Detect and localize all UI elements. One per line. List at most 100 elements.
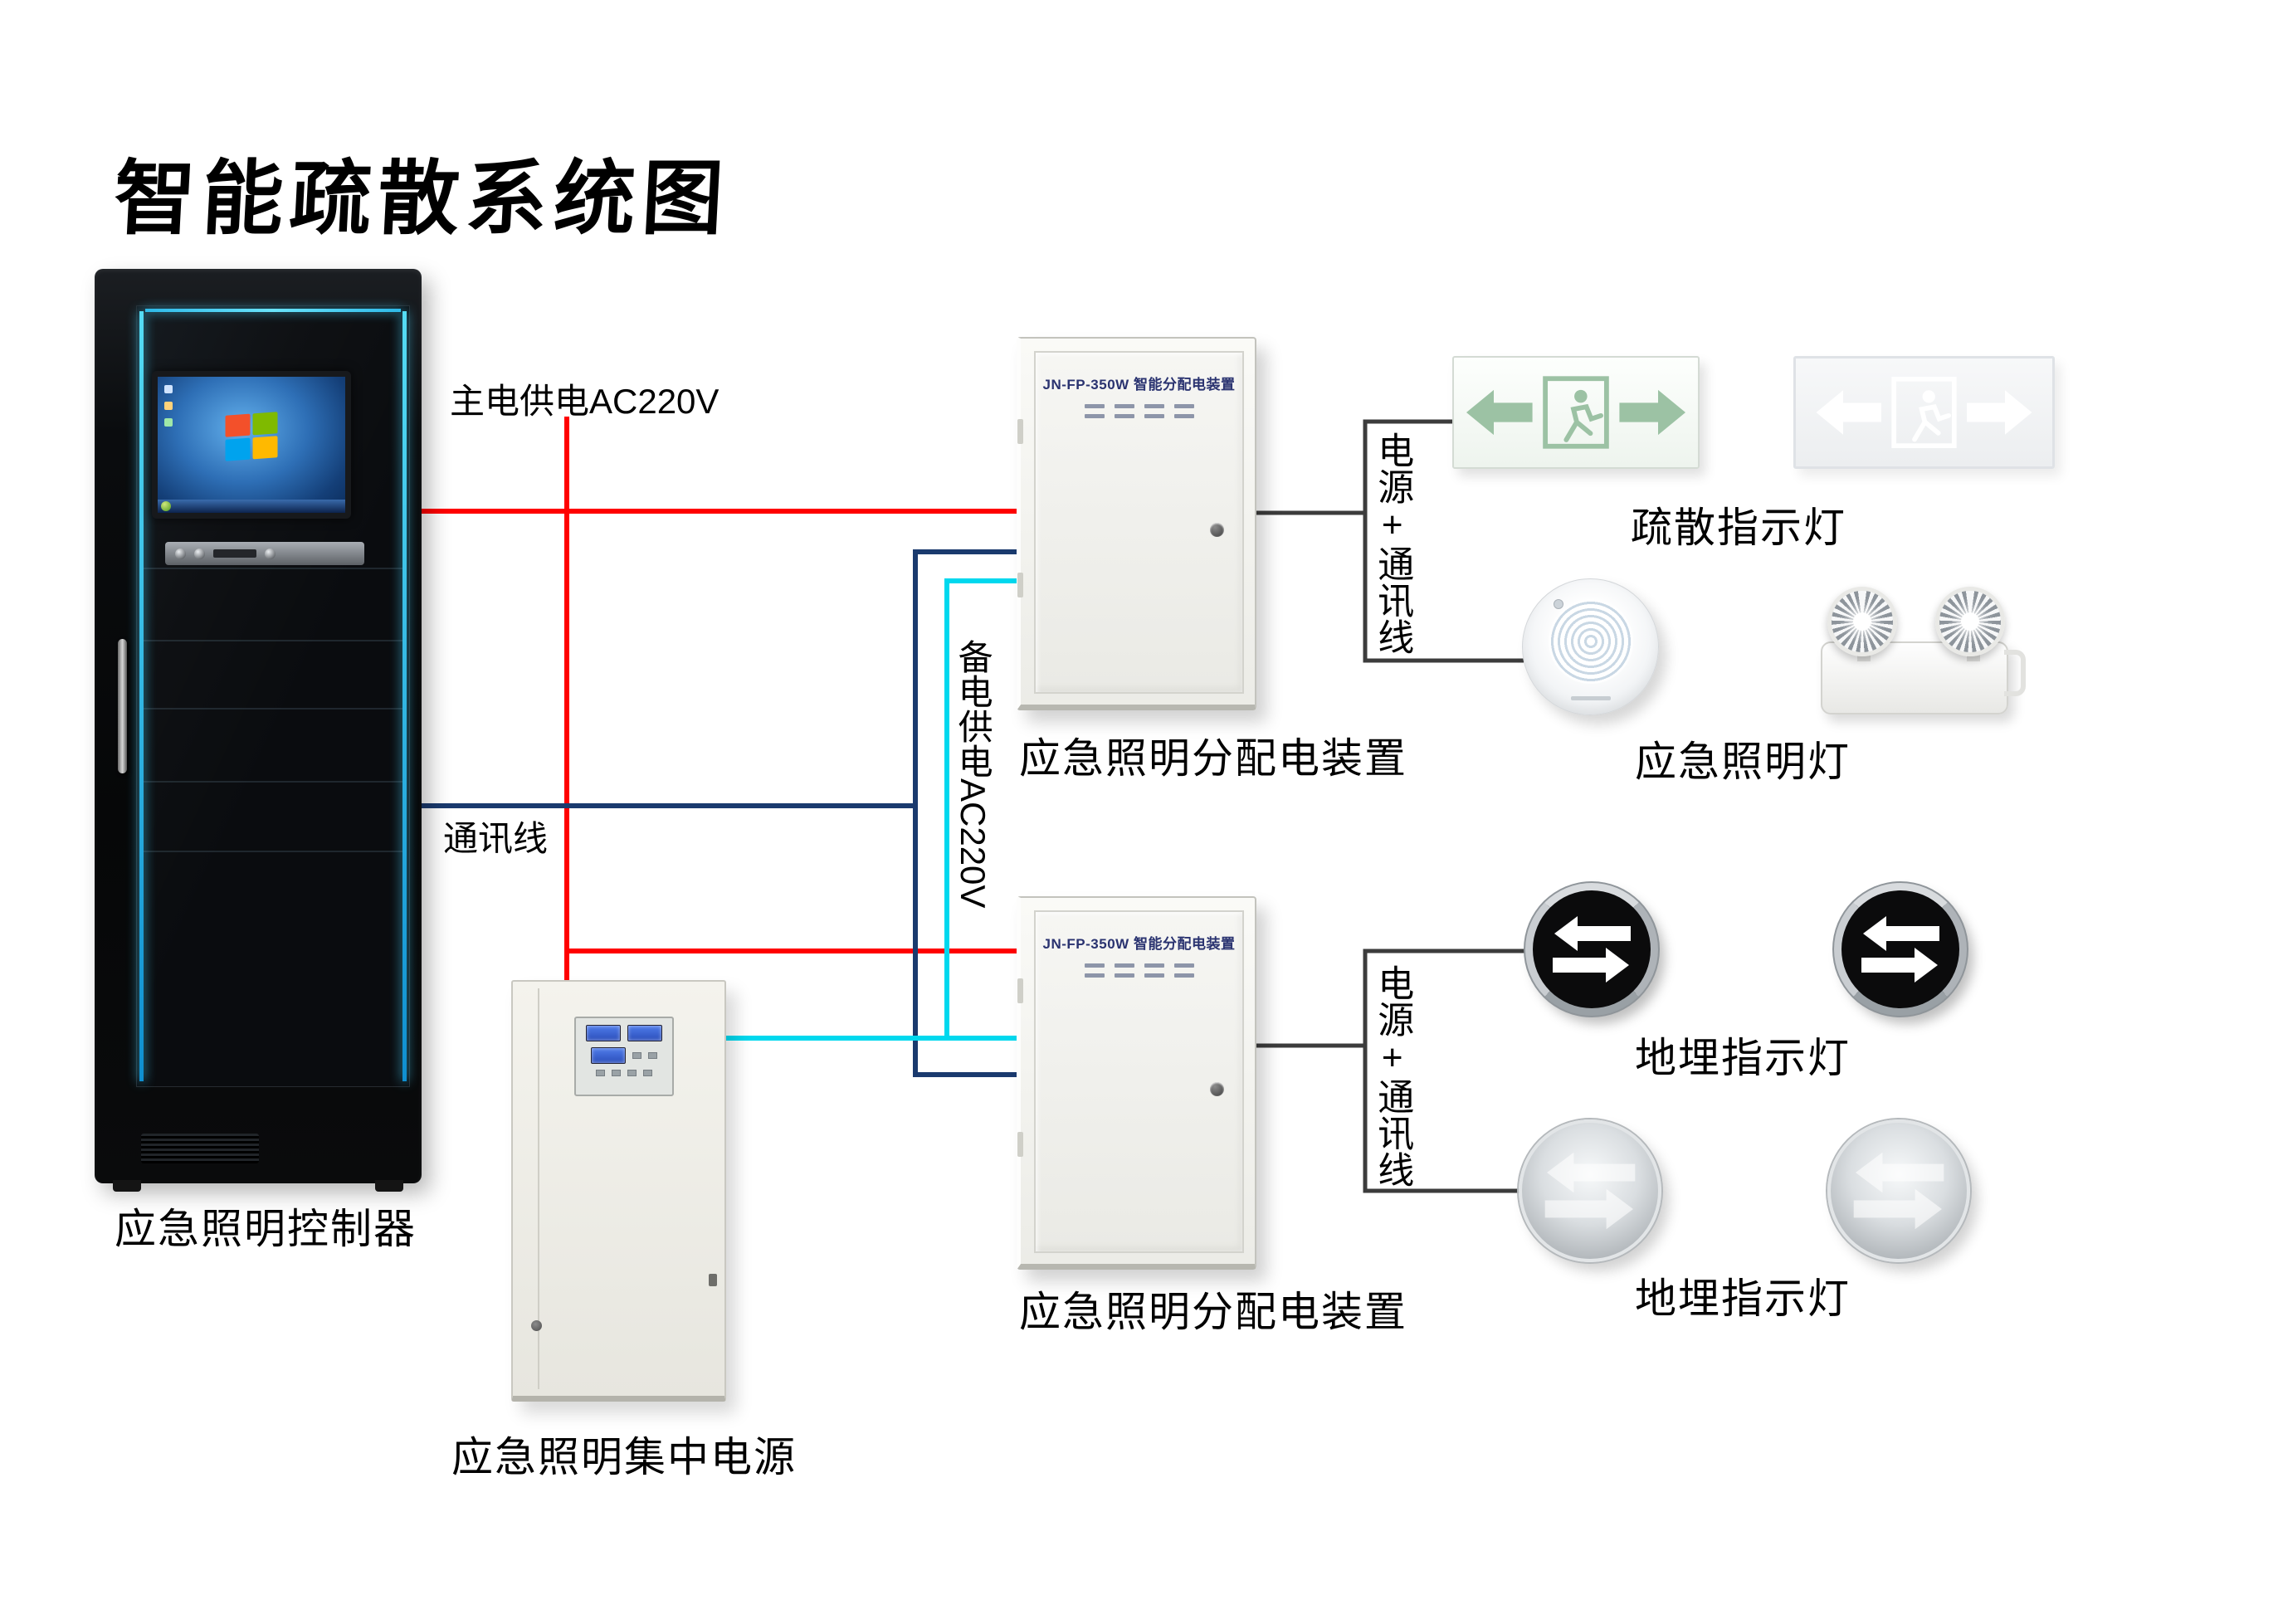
left-arrow-icon [1816, 390, 1881, 435]
cabinet-foot [375, 1180, 403, 1192]
running-man-icon [1922, 390, 1935, 403]
panel-button [612, 1070, 621, 1076]
ceiling-emergency-light [1522, 578, 1659, 715]
cabinet-led-strip-top [145, 309, 401, 312]
taskbar [158, 500, 345, 513]
central-power-supply [511, 980, 726, 1402]
exit-sign-pictogram [1816, 376, 2032, 449]
panel-button [627, 1070, 637, 1076]
buried-arrow-light [1834, 883, 1967, 1016]
wire-comm-branch [913, 549, 1017, 1077]
cabinet-glass-door [136, 305, 410, 1087]
door-lock-icon [1210, 522, 1224, 537]
buried-arrow-light [1525, 883, 1658, 1016]
windows-logo-icon [225, 412, 278, 461]
control-button [194, 548, 205, 559]
cabinet-led-strip-right [402, 311, 407, 1081]
twin-head-emergency-light [1816, 587, 2026, 719]
distribution-box-door: JN-FP-350W 智能分配电装置 [1034, 351, 1244, 694]
emergency-lights-label: 应急照明灯 [1635, 739, 1851, 785]
left-arrow-icon [1466, 389, 1533, 436]
door-hinge [1017, 1132, 1023, 1158]
power-comm-label-top: 电源+通讯线 [1372, 432, 1413, 655]
distribution-box-bottom: JN-FP-350W 智能分配电装置 [1017, 896, 1256, 1270]
panel-button [648, 1052, 657, 1059]
indicator-marks [1081, 404, 1198, 418]
buried-lights-bottom-label: 地埋指示灯 [1635, 1275, 1851, 1322]
controller-label: 应急照明控制器 [115, 1206, 417, 1252]
wire-backup-power-branch [944, 578, 1017, 1038]
led-rings [1548, 598, 1633, 684]
exit-sign-green [1452, 356, 1700, 469]
distribution-box-model-text: JN-FP-350W 智能分配电装置 [1042, 936, 1236, 952]
twin-light-handle [2004, 650, 2026, 696]
rack-shelf-line [144, 568, 402, 569]
etched-arrow-icon [1544, 1152, 1636, 1230]
double-arrow-icon [1861, 916, 1939, 983]
power-box-display-panel [574, 1017, 674, 1096]
lcd-display [591, 1047, 626, 1064]
keyhole-icon [531, 1320, 542, 1331]
comm-wire-label: 通讯线 [443, 819, 549, 858]
exit-signs-label: 疏散指示灯 [1631, 505, 1846, 551]
emergency-lighting-controller-cabinet [95, 269, 422, 1192]
distribution-box-door: JN-FP-350W 智能分配电装置 [1034, 910, 1244, 1253]
door-hinge [1017, 978, 1023, 1004]
power-box-door-seam [538, 988, 539, 1389]
desktop-icon [164, 402, 173, 410]
indicator-marks [1081, 963, 1198, 978]
rack-shelf-line [144, 851, 402, 852]
controller-monitor [152, 371, 351, 519]
main-power-wire-label: 主电供电AC220V [450, 382, 719, 421]
panel-button [596, 1070, 605, 1076]
buried-steel-light [1519, 1119, 1661, 1262]
double-arrow-icon [1553, 916, 1631, 983]
rack-shelf-line [144, 708, 402, 710]
lcd-display [586, 1025, 621, 1041]
brand-mark [1570, 696, 1611, 700]
distribution-box-top: JN-FP-350W 智能分配电装置 [1017, 337, 1256, 710]
control-display-slot [213, 549, 256, 558]
distribution-box-bottom-label: 应急照明分配电装置 [1019, 1289, 1407, 1335]
backup-power-wire-label: 备电供电AC220V [954, 639, 993, 909]
control-button [175, 548, 186, 559]
rack-shelf-line [144, 640, 402, 641]
rack-shelf-line [144, 781, 402, 783]
central-power-label: 应急照明集中电源 [451, 1434, 797, 1480]
desktop-icon [164, 385, 173, 393]
door-hinge [1017, 419, 1023, 445]
bracket2-branches [1363, 949, 1525, 1193]
door-frame-icon [1543, 376, 1609, 449]
latch-icon [709, 1274, 717, 1286]
panel-button [632, 1052, 641, 1059]
distribution-box-model-text: JN-FP-350W 智能分配电装置 [1042, 377, 1236, 393]
running-man-icon [1563, 403, 1604, 442]
distribution-box-top-label: 应急照明分配电装置 [1019, 735, 1407, 782]
running-man-icon [1912, 404, 1951, 442]
exit-sign-faded [1793, 356, 2055, 469]
etched-arrow-icon [1853, 1152, 1944, 1230]
panel-button [643, 1070, 652, 1076]
start-orb-icon [161, 501, 171, 511]
sensor-dot [1554, 599, 1564, 610]
lamp-head-icon [1935, 587, 2005, 656]
cabinet-door-handle [118, 639, 127, 773]
desktop-icon [164, 418, 173, 427]
cabinet-led-strip-left [139, 311, 144, 1081]
cabinet-foot [113, 1180, 141, 1192]
cabinet-vent-grille [141, 1134, 259, 1163]
buried-steel-light [1827, 1119, 1970, 1262]
door-lock-icon [1210, 1081, 1224, 1096]
door-frame-icon [1891, 376, 1957, 449]
cabinet-control-panel [165, 542, 364, 565]
power-comm-label-bottom: 电源+通讯线 [1372, 964, 1413, 1188]
right-arrow-icon [1967, 390, 2032, 435]
lcd-display [627, 1025, 662, 1041]
bracket1-branches [1363, 419, 1524, 663]
running-man-icon [1574, 389, 1588, 403]
exit-sign-pictogram [1466, 376, 1685, 449]
right-arrow-icon [1619, 389, 1685, 436]
control-button [265, 548, 276, 559]
